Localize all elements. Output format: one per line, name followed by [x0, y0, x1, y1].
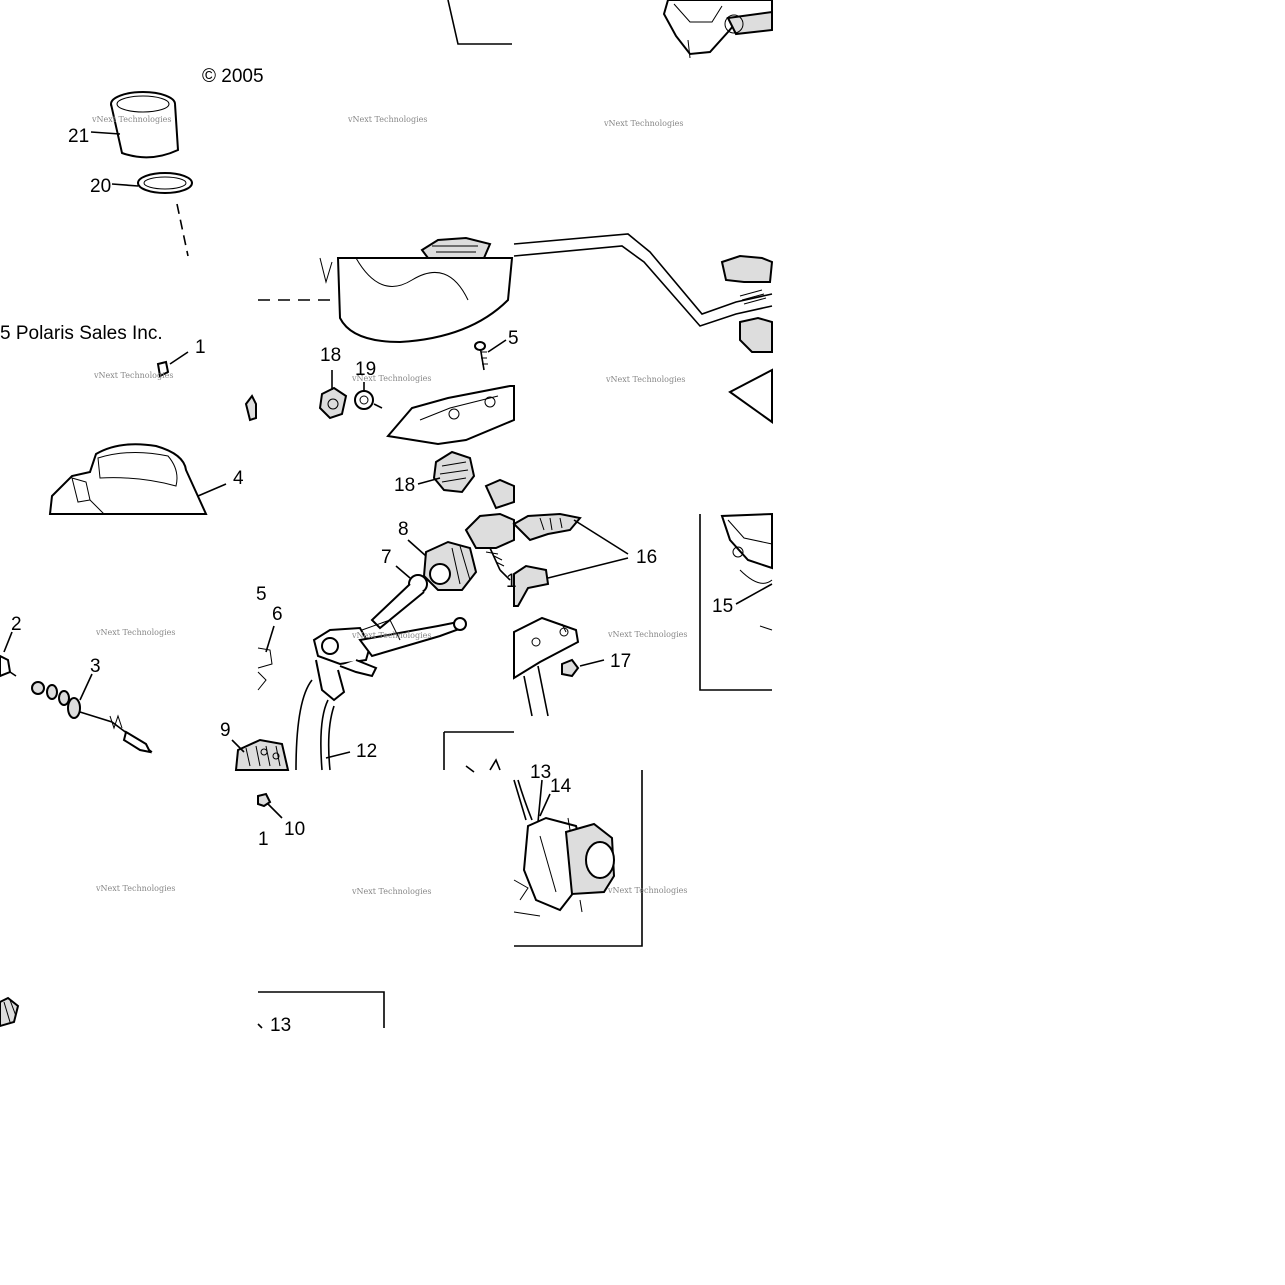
leader-10: [267, 803, 283, 819]
callout-16: 16: [636, 547, 657, 568]
grip-fragment: [0, 996, 20, 1028]
watermark: vNext Technologies: [91, 115, 171, 124]
callout-12: 12: [356, 741, 377, 762]
detail-box-brake-disc: [443, 731, 643, 947]
leader-16a: [573, 519, 629, 555]
leader-20: [111, 183, 139, 187]
callout-9: 9: [220, 720, 231, 741]
leader-5a: [487, 339, 507, 353]
watermark: vNext Technologies: [603, 119, 683, 128]
callout-1c: 1: [258, 829, 269, 850]
leader-8: [407, 539, 427, 557]
mounting-plate: [386, 385, 515, 446]
watermarks: vNext Technologies vNext Technologies vN…: [91, 115, 687, 896]
nut-part-17: [561, 658, 580, 678]
watermark: vNext Technologies: [95, 628, 175, 637]
switch-housing-fragment: [447, 0, 773, 59]
leader-1a: [169, 351, 189, 365]
callout-10: 10: [284, 819, 305, 840]
switch-block-fragment: [464, 512, 515, 571]
ring-part-20: [137, 172, 193, 194]
cable-parts-2-3: [0, 654, 153, 754]
callout-14: 14: [550, 776, 572, 797]
bushing-part-7: [370, 574, 428, 630]
screw-1-upper: [156, 360, 170, 378]
copyright-fragment-left: 5 Polaris Sales Inc.: [0, 323, 163, 344]
leader-12: [325, 751, 351, 759]
leader-4: [197, 483, 227, 497]
watermark: vNext Technologies: [351, 374, 431, 383]
watermark: vNext Technologies: [95, 884, 175, 893]
sleeve-part-21: [110, 91, 180, 159]
leader-2: [3, 631, 13, 653]
callout-13a: 13: [530, 762, 551, 783]
leader-7: [395, 565, 411, 579]
leader-9: [231, 739, 245, 753]
watermark: vNext Technologies: [351, 887, 431, 896]
callout-18b: 18: [394, 475, 415, 496]
callout-18a: 18: [320, 345, 341, 366]
assembly-axis-1: [176, 203, 189, 257]
callout-6: 6: [272, 604, 283, 625]
callout-1a: 1: [195, 337, 206, 358]
callout-2: 2: [11, 614, 22, 635]
headlight-pod: [319, 236, 514, 344]
bracket-part-6: [257, 647, 273, 691]
callout-5a: 5: [508, 328, 519, 349]
leader-1b: [499, 569, 511, 581]
callout-8: 8: [398, 519, 409, 540]
thumb-throttle-part-8: [422, 540, 478, 591]
leader-18b: [417, 477, 441, 485]
handlebar: [513, 233, 774, 424]
watermark: vNext Technologies: [605, 375, 685, 384]
bracket-fragment: [484, 478, 515, 510]
grommet-part-19: [354, 390, 383, 410]
leader-17: [579, 659, 605, 667]
bolt-5-upper: [474, 341, 488, 371]
switch-part-18-lower: [432, 450, 476, 494]
watermark: vNext Technologies: [607, 886, 687, 895]
callout-19: 19: [355, 359, 376, 380]
speedometer-housing-part-4: [48, 394, 257, 515]
brake-lever-assembly: [312, 617, 467, 702]
leader-21: [90, 131, 121, 135]
leader-6: [265, 625, 275, 653]
callout-7: 7: [381, 547, 392, 568]
nut-part-10: [257, 792, 272, 808]
switch-part-18-upper: [318, 386, 348, 420]
copyright-fragment-top: © 2005: [202, 66, 264, 87]
leader-3: [79, 673, 93, 701]
watermark: vNext Technologies: [607, 630, 687, 639]
upper-clamp-part-16: [512, 512, 582, 607]
leader-15: [735, 583, 773, 605]
detail-box-part-15: [699, 512, 773, 691]
callout-17: 17: [610, 651, 631, 672]
watermark: vNext Technologies: [351, 631, 431, 640]
callout-4: 4: [233, 468, 244, 489]
callout-20: 20: [90, 176, 111, 197]
watermark: vNext Technologies: [347, 115, 427, 124]
mounting-plate-lower: [513, 616, 580, 717]
caliper-fragment-part-9: [234, 738, 290, 771]
leader-16b: [547, 557, 629, 579]
callout-labels: 21 20 1 4 18 19 5 18 8 7 1 16 15 2 3 5 6…: [11, 126, 733, 1036]
callout-5b: 5: [256, 584, 267, 605]
detail-box-lower: [257, 991, 385, 1029]
callout-21: 21: [68, 126, 89, 147]
callout-13b: 13: [270, 1015, 291, 1036]
callout-3: 3: [90, 656, 101, 677]
brake-hose-part-12: [295, 679, 335, 771]
callout-15: 15: [712, 596, 733, 617]
callout-1b: 1: [506, 571, 517, 592]
leader-14: [539, 793, 551, 817]
watermark: vNext Technologies: [93, 371, 173, 380]
